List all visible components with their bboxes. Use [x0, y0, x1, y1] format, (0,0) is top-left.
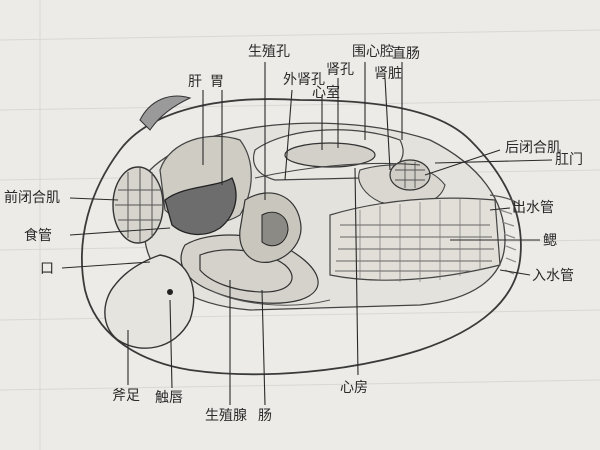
- leader-lines: [61, 62, 553, 406]
- label-rectum: 直肠: [392, 45, 420, 62]
- label-stomach: 胃: [210, 74, 224, 90]
- label-excurrent-siphon: 出水管: [512, 200, 554, 216]
- label-gonad: 生殖腺: [205, 407, 247, 424]
- label-mouth: 口: [40, 261, 54, 277]
- label-pericardial-cavity: 围心腔: [352, 44, 394, 60]
- label-gills: 鳃: [543, 233, 557, 249]
- label-genital-pore: 生殖孔: [248, 43, 290, 60]
- shell-outline: [81, 98, 522, 376]
- gills: [329, 197, 501, 282]
- labial-palp-dot: [167, 289, 173, 295]
- stomach: [164, 177, 237, 236]
- label-liver: 肝: [188, 74, 202, 90]
- intestine-and-gonad: [180, 192, 331, 306]
- shell-hinge: [139, 95, 192, 131]
- label-intestine: 肠: [258, 408, 272, 424]
- label-ventricle: 心室: [312, 84, 340, 101]
- label-kidney: 肾脏: [374, 66, 402, 82]
- label-esophagus: 食管: [24, 227, 52, 244]
- label-anus: 肛门: [555, 152, 583, 168]
- foot: [104, 254, 195, 349]
- label-incurrent-siphon: 入水管: [532, 268, 574, 284]
- label-renal-pore: 肾孔: [326, 62, 354, 78]
- siphons: [489, 194, 521, 275]
- label-labial-palp: 触唇: [155, 390, 183, 406]
- label-external-renal-pore: 外肾孔: [283, 72, 325, 88]
- anterior-adductor: [112, 166, 164, 244]
- label-atrium: 心房: [340, 380, 368, 396]
- label-posterior-adductor: 后闭合肌: [505, 140, 561, 156]
- posterior-adductor: [389, 159, 431, 191]
- label-foot: 斧足: [112, 388, 140, 404]
- ventricle: [284, 142, 376, 168]
- label-anterior-adductor: 前闭合肌: [4, 189, 60, 206]
- rectum: [254, 162, 421, 179]
